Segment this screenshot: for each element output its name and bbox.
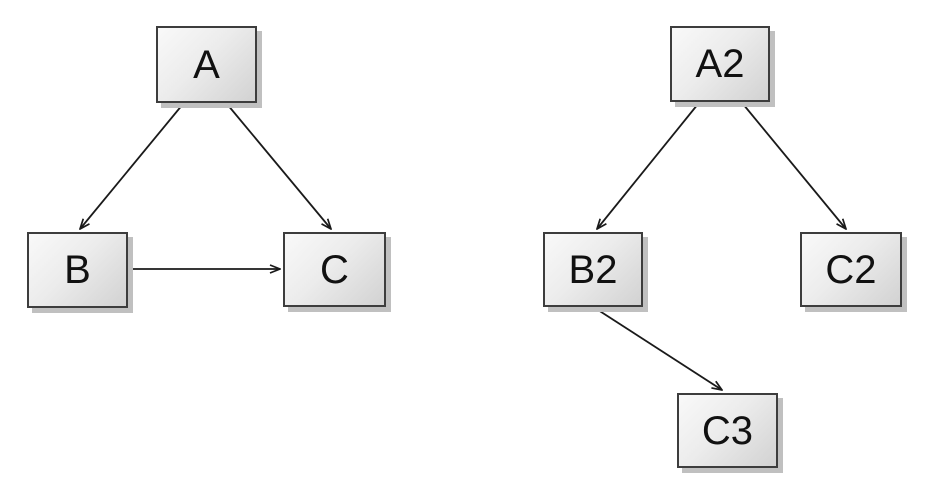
edge-A2-to-B2[interactable] <box>597 103 699 229</box>
node-A[interactable]: A <box>156 26 257 103</box>
edge-B2-to-C3[interactable] <box>594 307 722 390</box>
node-C[interactable]: C <box>283 232 386 307</box>
node-B[interactable]: B <box>27 232 128 308</box>
node-A-label: A <box>193 42 220 87</box>
node-C3-label: C3 <box>701 408 754 453</box>
edge-A2-to-C2[interactable] <box>742 103 846 229</box>
node-C3[interactable]: C3 <box>677 393 778 468</box>
node-B2-label: B2 <box>568 247 618 292</box>
node-C2-label: C2 <box>825 247 877 292</box>
node-B2[interactable]: B2 <box>543 232 643 307</box>
node-A2[interactable]: A2 <box>670 26 770 102</box>
node-A2-label: A2 <box>695 42 745 86</box>
edge-A-to-B[interactable] <box>80 103 184 229</box>
node-C-label: C <box>320 247 349 292</box>
node-B-label: B <box>64 248 91 292</box>
edge-A-to-C[interactable] <box>226 103 331 229</box>
node-C2[interactable]: C2 <box>800 232 902 307</box>
